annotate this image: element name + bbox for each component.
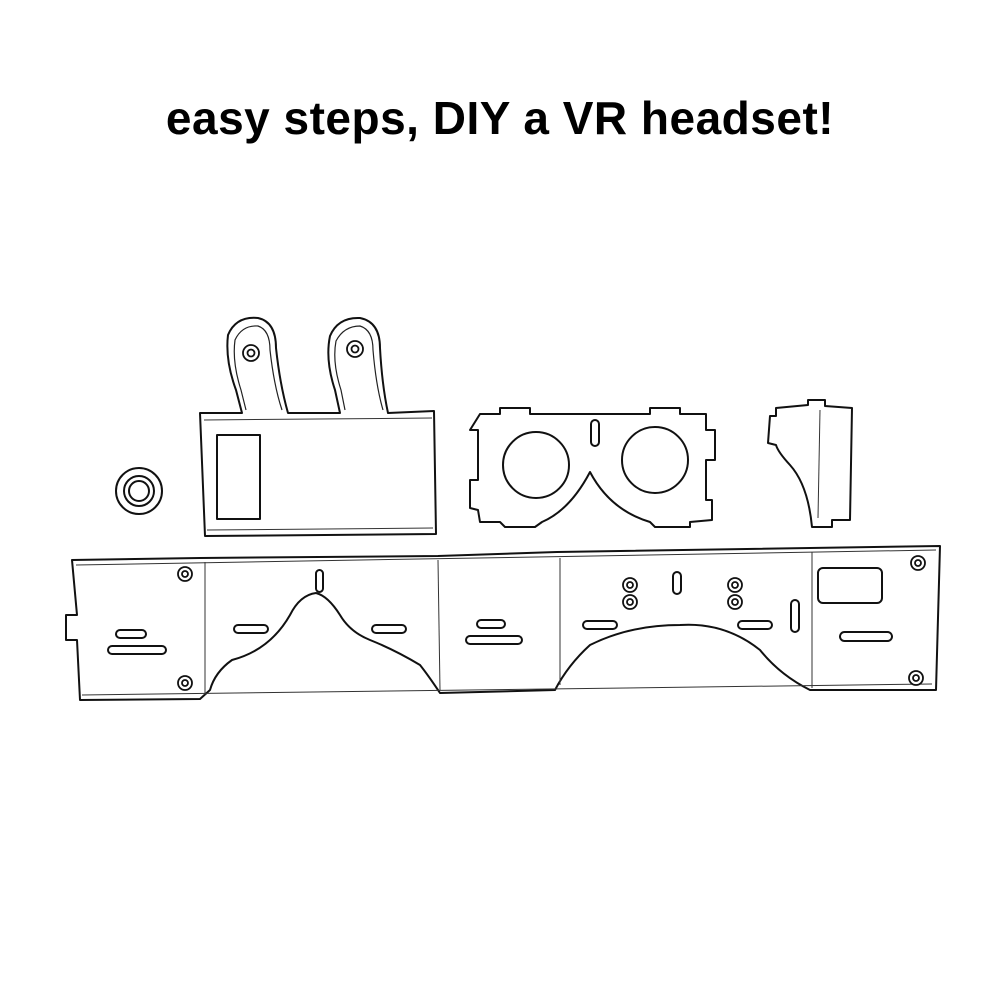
washer-ring — [115, 467, 163, 515]
page-title: easy steps, DIY a VR headset! — [165, 92, 835, 144]
side-piece — [767, 399, 853, 528]
phone-holder-flap — [199, 316, 437, 537]
lens-holder-panel — [469, 407, 716, 528]
main-body-strip — [65, 545, 941, 701]
